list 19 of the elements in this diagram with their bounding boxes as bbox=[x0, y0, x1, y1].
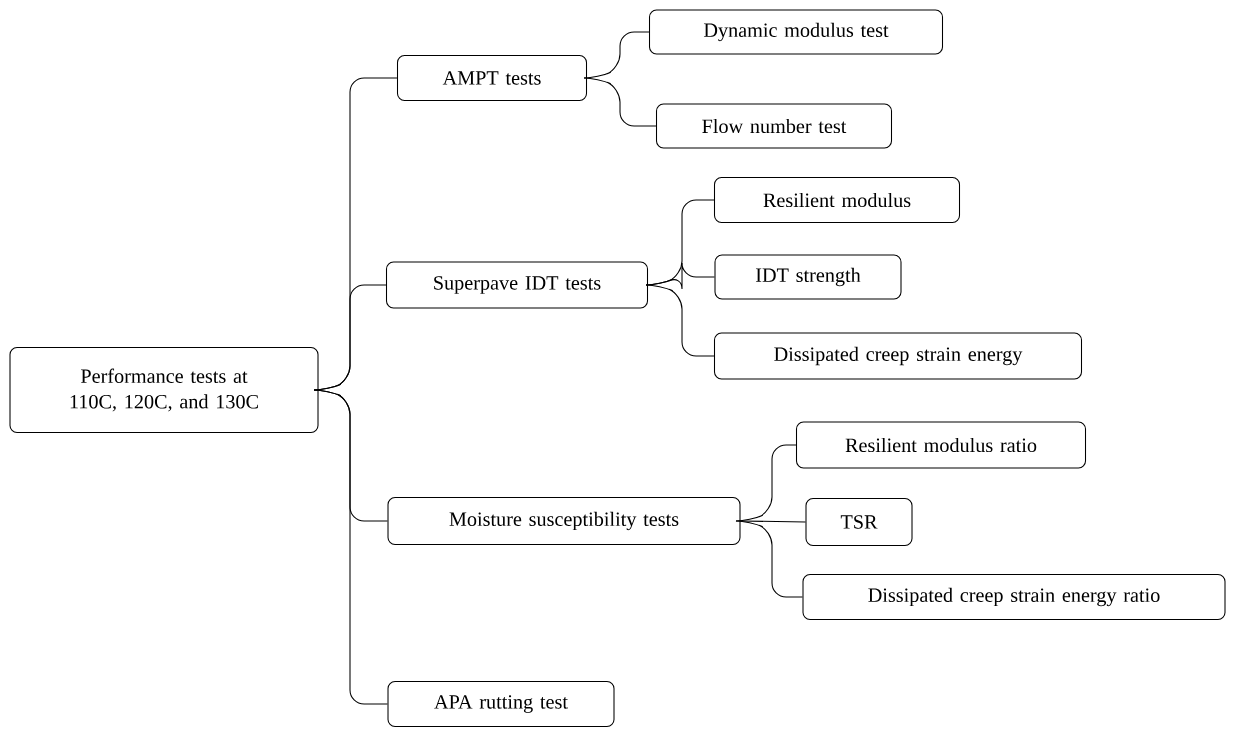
test-box: Superpave IDT tests bbox=[386, 261, 649, 309]
brace-connector bbox=[645, 262, 715, 290]
brace-connector bbox=[735, 520, 803, 598]
test-box: IDT strength bbox=[714, 254, 902, 300]
test-box: TSR bbox=[805, 497, 913, 546]
test-box: Moisture susceptibility tests bbox=[387, 496, 741, 545]
test-box: Dissipated creep strain energy bbox=[713, 332, 1083, 380]
test-box: AMPT tests bbox=[396, 54, 588, 102]
brace-connector bbox=[583, 77, 657, 127]
test-box: Resilient modulus bbox=[713, 176, 961, 223]
brace-connector bbox=[645, 284, 715, 357]
brace-connector bbox=[740, 520, 806, 523]
test-box: Flow number test bbox=[656, 103, 893, 149]
test-box: Dynamic modulus test bbox=[649, 9, 944, 55]
test-box: Resilient modulus ratio bbox=[796, 421, 1087, 469]
test-box: Dissipated creep strain energy ratio bbox=[802, 573, 1226, 620]
test-box: Performance tests at 110C, 120C, and 130C bbox=[9, 346, 319, 434]
brace-connector bbox=[313, 389, 388, 705]
test-box: APA rutting test bbox=[387, 680, 615, 728]
